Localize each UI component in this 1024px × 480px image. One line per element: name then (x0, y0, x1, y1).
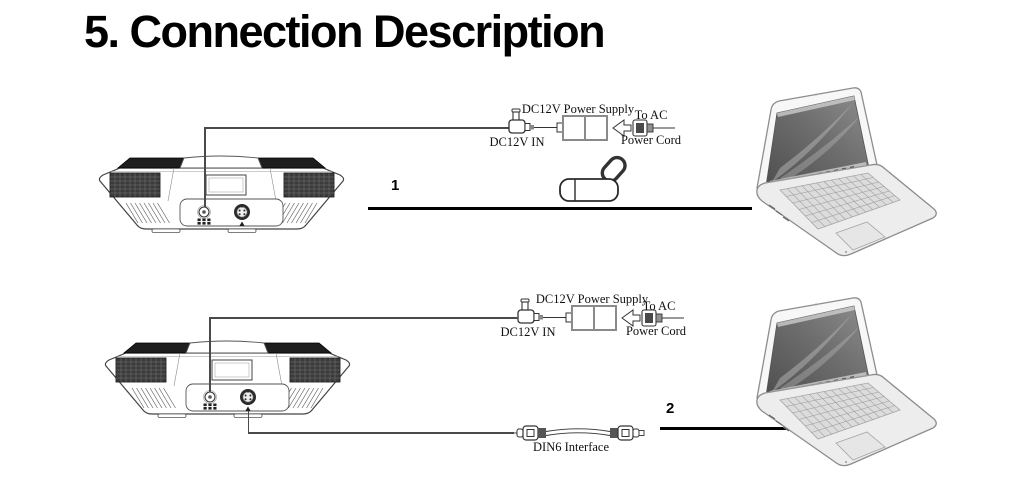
speakerphone-illustration (94, 151, 349, 235)
connection-line-2 (660, 427, 790, 430)
label-power-cord-1: Power Cord (620, 133, 682, 147)
label-to-ac-1: To AC (634, 108, 668, 122)
usb-dongle-icon (552, 152, 632, 207)
label-power-cord-2: Power Cord (625, 324, 687, 338)
laptop-illustration-2 (750, 296, 940, 471)
wire-din-vertical (247, 411, 249, 433)
wire-din-horizontal (248, 432, 514, 434)
label-power-supply-2: DC12V Power Supply (535, 292, 649, 306)
label-dc12v-in-2: DC12V IN (500, 325, 556, 339)
connection-number-2: 2 (666, 400, 675, 417)
page-title: 5. Connection Description (84, 6, 606, 57)
wire-dc-vertical-2 (209, 318, 211, 392)
label-to-ac-2: To AC (642, 299, 676, 313)
speakerphone-illustration-2 (100, 336, 355, 420)
wire-dc-horizontal-2 (209, 317, 517, 319)
connection-line-1 (368, 207, 752, 210)
wire-dc-vertical-1 (204, 128, 206, 207)
label-dc12v-in-1: DC12V IN (489, 135, 545, 149)
wire-dc-horizontal-1 (204, 127, 510, 129)
label-din6-interface: DIN6 Interface (533, 440, 609, 454)
connection-number-1: 1 (391, 177, 400, 194)
laptop-illustration-1 (750, 86, 940, 261)
label-power-supply-1: DC12V Power Supply (521, 102, 635, 116)
